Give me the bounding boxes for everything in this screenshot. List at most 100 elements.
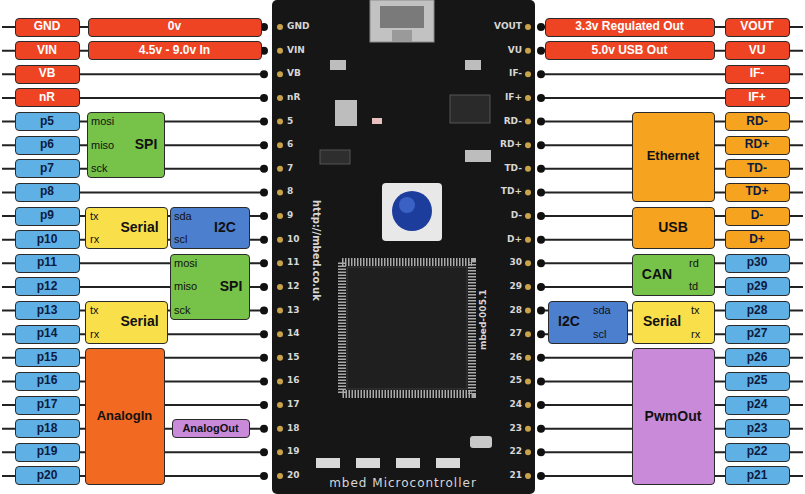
- pin-hole: [277, 426, 283, 432]
- function-group: I2C sda scl: [548, 301, 628, 344]
- function-group: txrxSerial: [85, 207, 168, 250]
- pin-name: p26: [726, 350, 788, 365]
- pin-dot: [260, 377, 268, 385]
- pin-label: p8: [15, 183, 80, 202]
- signal-label: miso: [91, 138, 129, 152]
- pin-label: RD+: [725, 136, 790, 155]
- pin-hole: [525, 166, 531, 172]
- silkscreen-label: VIN: [287, 45, 331, 56]
- button-body: [382, 183, 442, 241]
- pin-name: p6: [16, 137, 78, 152]
- pin-dot: [537, 377, 545, 385]
- function-group: mosimisosckSPI: [87, 112, 165, 178]
- pin-name: IF+: [726, 90, 788, 105]
- pin-hole: [277, 71, 283, 77]
- function-group: txrxSerial: [85, 301, 168, 344]
- signal-label: scl: [174, 232, 202, 246]
- pin-dot: [260, 307, 268, 315]
- signal-label: rd: [689, 256, 713, 270]
- pin-dot: [260, 283, 268, 291]
- pin-label: p9: [15, 207, 80, 226]
- pin-label: p20: [15, 466, 80, 485]
- pin-dot: [260, 448, 268, 456]
- pin-label: VOUT: [725, 18, 790, 37]
- group-label: SPI: [128, 136, 164, 153]
- group-label: I2C: [552, 313, 586, 330]
- silkscreen-label: RD+: [478, 139, 522, 150]
- pin-label: p22: [725, 443, 790, 462]
- signal-label: scl: [593, 327, 625, 341]
- pin-label: p29: [725, 277, 790, 296]
- silkscreen-label: 20: [287, 470, 331, 481]
- pin-name: p17: [16, 397, 78, 412]
- function-group: sdasclI2C: [170, 207, 250, 250]
- pin-hole: [525, 426, 531, 432]
- function-group: Ethernet: [632, 112, 715, 202]
- pin-hole: [525, 119, 531, 125]
- pin-hole: [277, 213, 283, 219]
- reset-button: [392, 191, 432, 231]
- silkscreen-label: http://mbed.co.uk: [310, 200, 322, 301]
- function-group: AnalogOut: [172, 419, 250, 438]
- function-group: CANrdtd: [632, 254, 715, 297]
- signal-label: tx: [90, 209, 112, 223]
- group-label: Serial: [112, 219, 167, 236]
- signal-label: sda: [593, 303, 625, 317]
- pin-dot: [537, 472, 545, 480]
- silkscreen-label: IF-: [478, 68, 522, 79]
- silkscreen-label: 22: [478, 446, 522, 457]
- pin-dot: [260, 94, 268, 102]
- usb-connector: [370, 0, 434, 42]
- usb-socket: [380, 6, 424, 28]
- pin-dot: [260, 425, 268, 433]
- regulator: [450, 95, 490, 123]
- pin-dot: [537, 401, 545, 409]
- silkscreen-label: 13: [287, 305, 331, 316]
- pin-label: p26: [725, 348, 790, 367]
- silkscreen-label: 11: [287, 257, 331, 268]
- signal-label: tx: [691, 303, 713, 317]
- pin-hole: [277, 119, 283, 125]
- pin-hole: [277, 402, 283, 408]
- chip-pins: [342, 262, 472, 394]
- silkscreen-label: 5: [287, 116, 331, 127]
- silkscreen-label: 9: [287, 210, 331, 221]
- silkscreen-label: IF+: [478, 92, 522, 103]
- silkscreen-label: 12: [287, 281, 331, 292]
- pin-name: VOUT: [726, 19, 788, 34]
- pin-dot: [537, 165, 545, 173]
- pin-label: D+: [725, 230, 790, 249]
- group-label: Serial: [635, 313, 689, 330]
- pin-name: VIN: [16, 43, 78, 58]
- group-label: Ethernet: [633, 148, 713, 164]
- pin-label: p21: [725, 466, 790, 485]
- silkscreen-label: 26: [478, 352, 522, 363]
- pin-name: VU: [726, 43, 788, 58]
- pin-dot: [537, 94, 545, 102]
- pin-name: p15: [16, 350, 78, 365]
- user-led: [436, 458, 460, 468]
- silkscreen-label: D+: [478, 234, 522, 245]
- pin-label: TD-: [725, 159, 790, 178]
- pin-hole: [277, 308, 283, 314]
- power-description: 4.5v - 9.0v In: [88, 41, 262, 60]
- button-shine: [399, 197, 415, 213]
- pin-name: RD-: [726, 114, 788, 129]
- silkscreen-label: D-: [478, 210, 522, 221]
- pin-hole: [277, 284, 283, 290]
- pin-hole: [277, 378, 283, 384]
- pin-hole: [525, 473, 531, 479]
- group-label: USB: [633, 219, 713, 236]
- pin-name: p13: [16, 303, 78, 318]
- pin-dot: [537, 118, 545, 126]
- silkscreen-label: RD-: [478, 116, 522, 127]
- pin-name: TD+: [726, 184, 788, 199]
- group-label: CAN: [637, 266, 677, 283]
- pin-label: p10: [15, 230, 80, 249]
- pin-dot: [260, 118, 268, 126]
- pin-label: p30: [725, 254, 790, 273]
- silkscreen-label: mbed Microcontroller: [290, 476, 516, 490]
- pin-hole: [277, 95, 283, 101]
- pin-name: p28: [726, 303, 788, 318]
